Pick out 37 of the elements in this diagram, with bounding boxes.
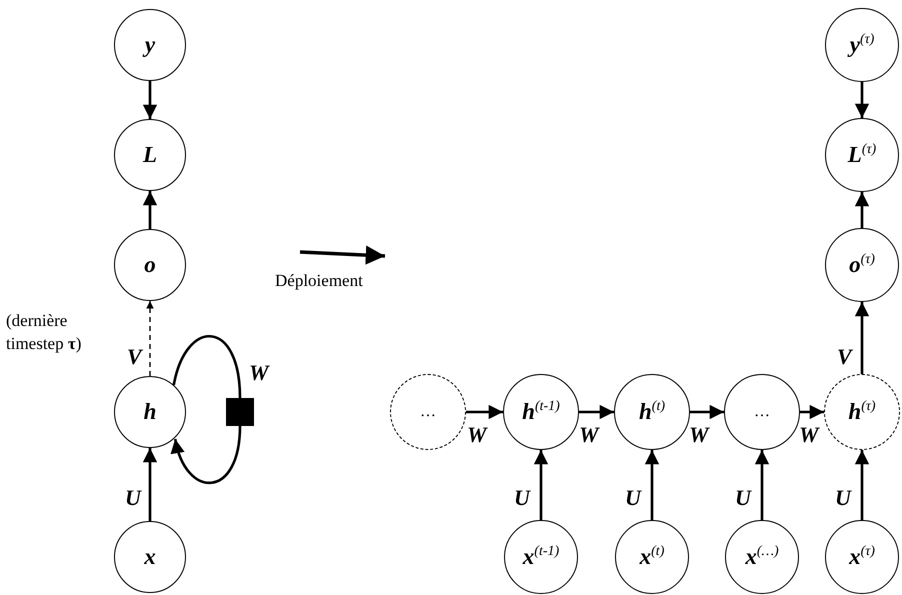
node-label: y bbox=[144, 32, 156, 58]
node-label: x$^{(…)}$ bbox=[745, 544, 779, 570]
node-label: … bbox=[754, 403, 770, 421]
node-label: y$^{(τ)}$ bbox=[850, 32, 874, 58]
arrow bbox=[800, 404, 824, 420]
arrow bbox=[754, 450, 770, 520]
unfold-label: Déploiement bbox=[275, 270, 363, 292]
node-label: x bbox=[144, 544, 156, 570]
arrow bbox=[466, 404, 503, 420]
arrow bbox=[644, 450, 660, 520]
arrow bbox=[534, 450, 548, 520]
arrow bbox=[142, 191, 158, 229]
node-label: h bbox=[144, 399, 156, 425]
delay-square bbox=[226, 398, 254, 426]
arrow bbox=[172, 426, 242, 484]
annotation-note: (dernière timestep τ) bbox=[6, 310, 82, 355]
node-label: x$^{(τ)}$ bbox=[849, 544, 875, 570]
loop-line bbox=[172, 335, 242, 398]
node-label: h$^{(τ)}$ bbox=[848, 399, 876, 425]
arrow bbox=[142, 81, 158, 119]
node-label: x$^{(t)}$ bbox=[640, 544, 664, 570]
dashed-arrow bbox=[146, 301, 154, 376]
node-label: L bbox=[142, 142, 158, 168]
node-label: o$^{(τ)}$ bbox=[849, 252, 875, 278]
node-label: … bbox=[420, 403, 436, 421]
arrow bbox=[142, 448, 158, 521]
node-label: x$^{(t-1)}$ bbox=[522, 544, 560, 570]
arrow bbox=[579, 404, 614, 420]
node-label: o bbox=[144, 252, 156, 278]
node-label: h$^{(t)}$ bbox=[638, 399, 665, 425]
arrow bbox=[854, 192, 870, 228]
arrow bbox=[854, 82, 870, 118]
node-label: L$^{(τ)}$ bbox=[848, 142, 876, 168]
node-label: h$^{(t-1)}$ bbox=[522, 399, 560, 425]
arrow bbox=[690, 404, 724, 420]
arrow bbox=[854, 450, 870, 520]
arrow bbox=[854, 302, 870, 374]
